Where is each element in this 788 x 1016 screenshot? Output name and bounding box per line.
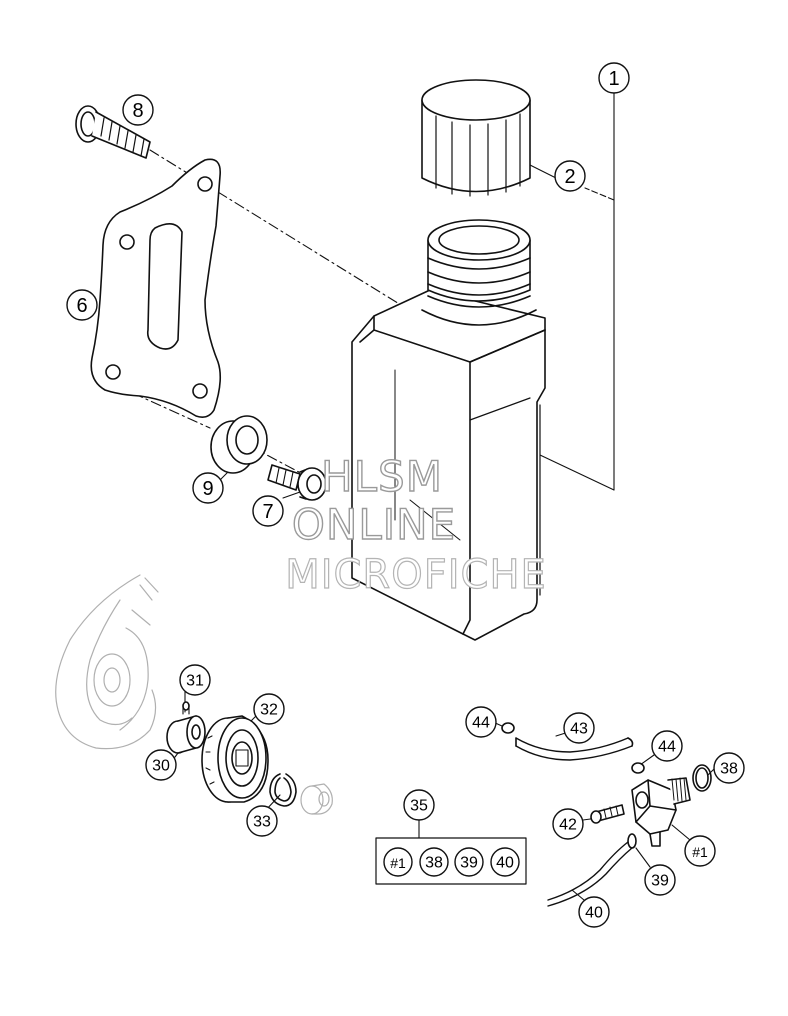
callout-pump-1: #1 [684,835,716,867]
svg-text:39: 39 [460,855,478,872]
callout-30: 30 [145,749,177,781]
svg-text:40: 40 [496,855,514,872]
callout-31: 31 [179,664,211,696]
callout-32: 32 [253,693,285,725]
svg-text:38: 38 [720,761,738,778]
callout-39: 39 [644,864,676,896]
svg-text:2: 2 [564,166,575,188]
clip-44b [631,762,645,774]
callout-9: 9 [192,472,224,504]
hose-43 [515,737,634,761]
svg-text:38: 38 [425,855,443,872]
svg-text:#1: #1 [390,855,406,871]
engine-housing [55,574,159,750]
svg-text:6: 6 [76,295,87,317]
callout-35: 35 [403,789,435,821]
callout-40: 40 [578,896,610,928]
bushing-30 [166,715,206,754]
svg-text:31: 31 [186,673,204,690]
small-bearing [300,783,333,815]
svg-text:44: 44 [658,739,676,756]
bottle-cap [421,79,531,197]
svg-text:43: 43 [570,721,588,738]
callout-6: 6 [66,289,98,321]
pin-31 [182,701,190,715]
svg-text:32: 32 [260,702,278,719]
screw-42 [590,804,625,824]
svg-text:8: 8 [132,100,143,122]
clip-44a [501,722,515,734]
kit-item-39: 39 [454,847,484,877]
svg-text:33: 33 [253,814,271,831]
svg-text:44: 44 [472,715,490,732]
svg-text:35: 35 [410,798,428,815]
callout-2: 2 [554,160,586,192]
gear-32 [201,715,269,803]
callout-1: 1 [598,62,630,94]
svg-text:1: 1 [608,68,619,90]
callout-8: 8 [122,94,154,126]
svg-text:7: 7 [262,501,273,523]
svg-text:30: 30 [152,758,170,775]
o-ring-38 [692,764,712,792]
svg-text:#1: #1 [692,844,708,860]
svg-text:39: 39 [651,873,669,890]
mounting-plate [90,158,222,418]
bolt-7 [267,464,327,501]
svg-text:9: 9 [202,478,213,500]
callout-33: 33 [246,805,278,837]
callout-38: 38 [713,752,745,784]
oil-bottle [351,219,546,641]
circlip-33 [269,773,297,807]
callout-43: 43 [563,712,595,744]
washer-39 [627,833,637,849]
oil-pump [631,777,691,847]
bolt-8 [75,105,151,159]
callout-42: 42 [552,808,584,840]
callouts: 1 2 8 6 9 7 31 32 [66,62,745,928]
callout-44-right: 44 [651,730,683,762]
callout-44-left: 44 [465,706,497,738]
kit-item-40: 40 [490,847,520,877]
svg-text:40: 40 [585,905,603,922]
callout-7: 7 [252,495,284,527]
grommet-9 [210,415,268,474]
svg-text:42: 42 [559,817,577,834]
kit-item-38: 38 [419,847,449,877]
kit-item-1: #1 [383,847,413,877]
hose-40 [547,841,633,907]
